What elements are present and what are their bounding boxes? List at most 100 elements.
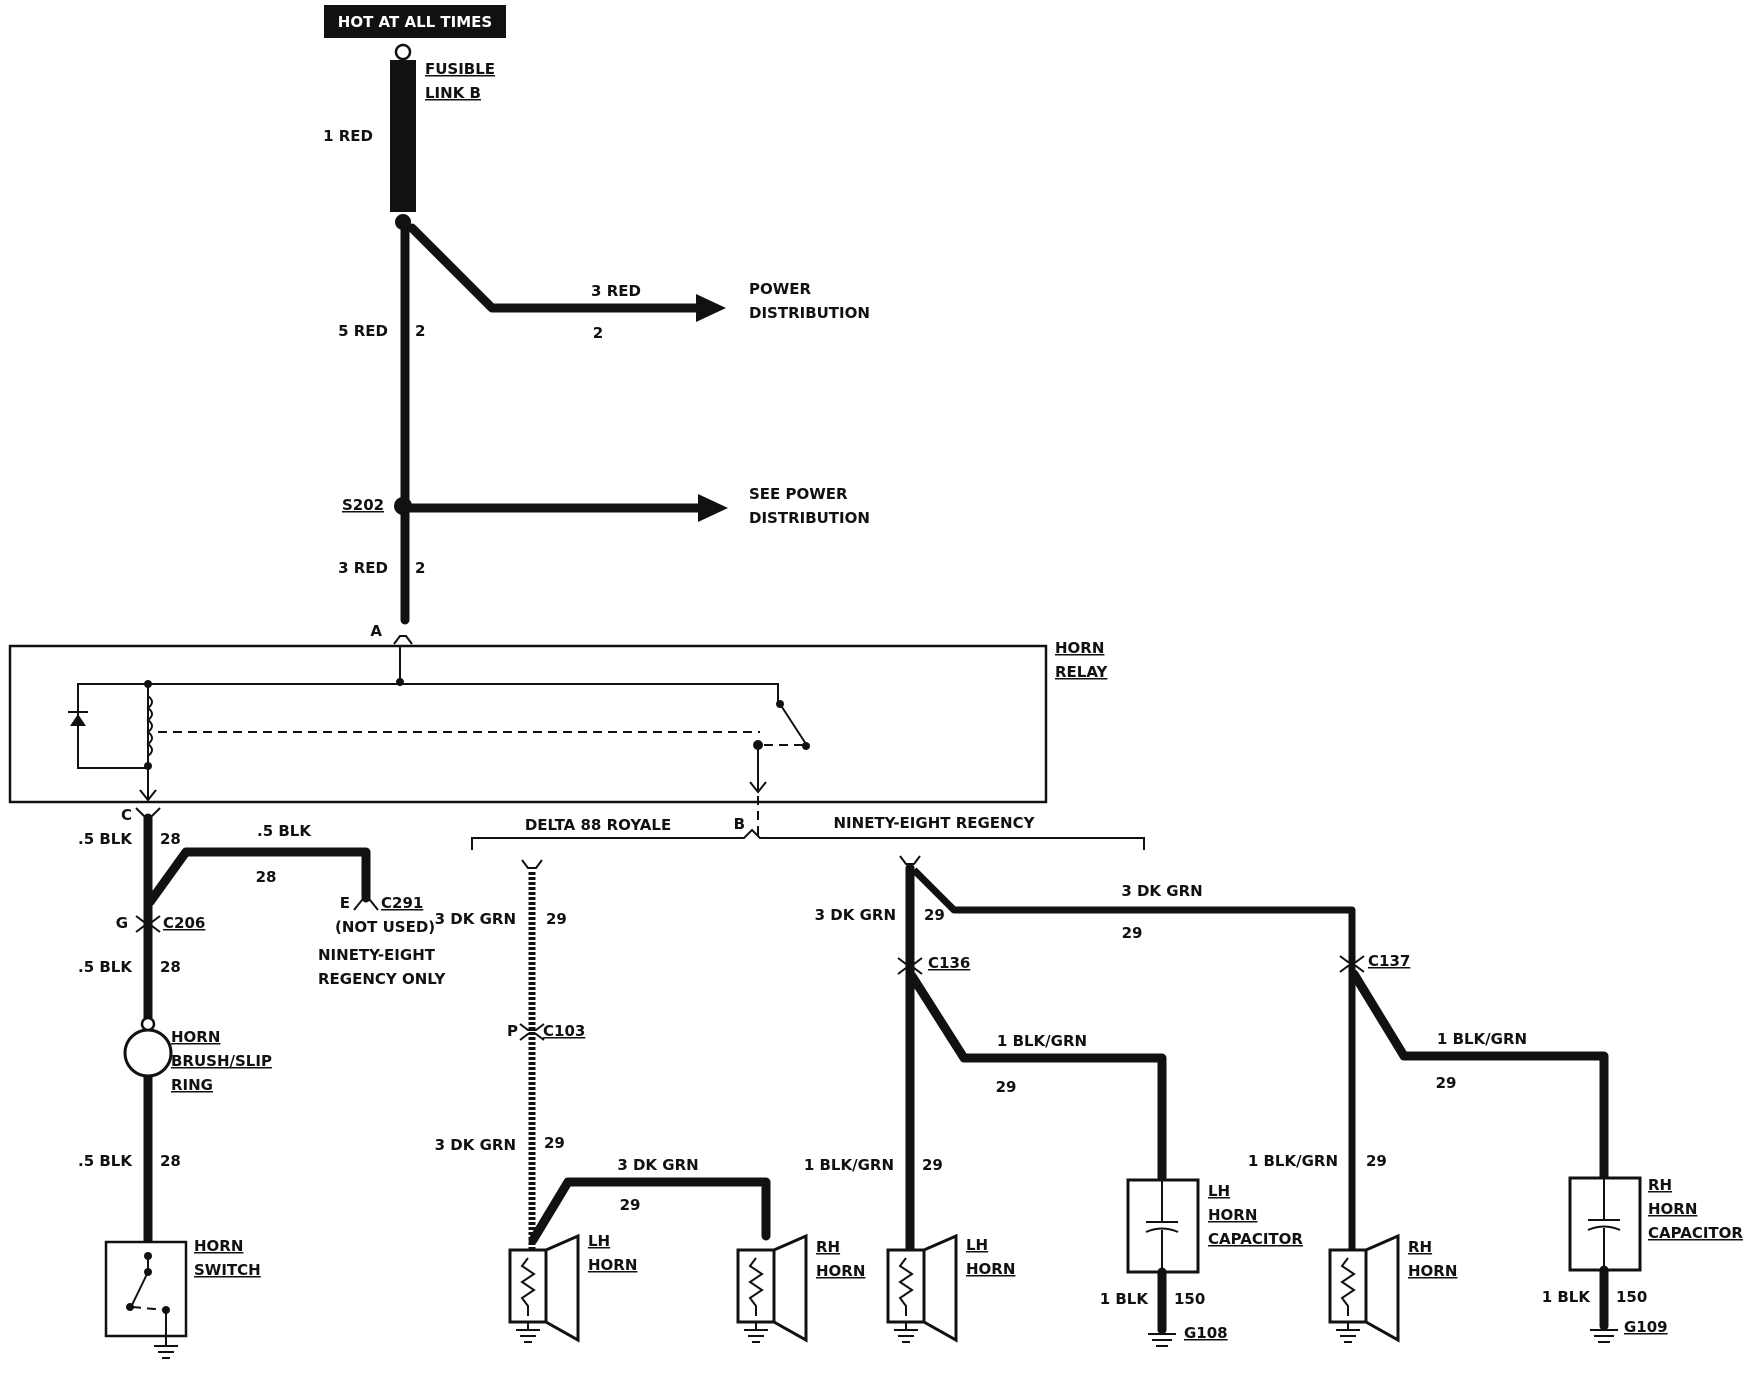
s202-wire-below-label: 3 RED — [338, 559, 388, 577]
delta88-branch-circuit-label: 29 — [620, 1196, 641, 1214]
main-wire-label: 5 RED — [338, 322, 388, 340]
relay-coil-icon — [146, 695, 153, 757]
regency-rh-horn-icon — [1328, 1233, 1400, 1343]
relay-contact-line — [77, 683, 779, 736]
steering-wire-mid-label: .5 BLK — [78, 958, 133, 976]
horn-brush-slip-ring-icon — [123, 1028, 173, 1078]
arrow-down-icon — [749, 781, 767, 794]
regency-rh-branch-wire-label: 1 BLK/GRN — [1437, 1030, 1527, 1048]
c103-pin-label: P — [507, 1022, 518, 1040]
regency-lh-ground-wire-label: 1 BLK — [1100, 1290, 1150, 1308]
c291-branch-wire-label: .5 BLK — [257, 822, 312, 840]
g109-label: G109 — [1624, 1318, 1668, 1336]
regency-rh-feed-wire — [911, 867, 1356, 1250]
c291-branch-wire — [145, 847, 371, 907]
regency-connector-b-icon — [899, 855, 921, 865]
delta88-circuit-top-label: 29 — [546, 910, 567, 928]
regency-rh-horn-label-1: RH — [1408, 1238, 1432, 1256]
relay-contact-arm — [779, 703, 807, 745]
c291-label: C291 — [381, 894, 423, 912]
brush-label-2: BRUSH/SLIP — [171, 1052, 272, 1070]
power-distribution-branch-wire — [407, 223, 703, 313]
horn-switch-arm-tip — [126, 1303, 134, 1311]
steering-wire-low-label: .5 BLK — [78, 1152, 133, 1170]
regency-lh-circuit-label: 29 — [922, 1156, 943, 1174]
regency-lh-wire-label: 1 BLK/GRN — [804, 1156, 894, 1174]
connector-c103-bottom-icon — [519, 1033, 545, 1041]
variant-delta88-label: DELTA 88 ROYALE — [525, 816, 671, 834]
regency-rh-ground-circuit-label: 150 — [1616, 1288, 1647, 1306]
steering-circuit-mid-label: 28 — [160, 958, 181, 976]
regency-lh-horn-icon — [886, 1233, 958, 1343]
slip-ring-contact-icon — [140, 1016, 156, 1032]
regency-lh-branch-wire-label: 1 BLK/GRN — [997, 1032, 1087, 1050]
regency-rh-cap-label-2: HORN — [1648, 1200, 1697, 1218]
relay-coil-node — [144, 680, 152, 688]
g108-label: G108 — [1184, 1324, 1228, 1342]
connector-c137-top-icon — [1339, 955, 1365, 963]
ground-icon — [154, 1336, 178, 1359]
c291-pin-label: E — [340, 894, 350, 912]
regency-cross-wire-label: 3 DK GRN — [1121, 882, 1202, 900]
variant-regency-label: NINETY-EIGHT REGENCY — [834, 814, 1036, 832]
delta88-circuit-low-label: 29 — [544, 1134, 565, 1152]
fusible-link-wire-label: 1 RED — [323, 127, 373, 145]
horn-relay-label-2: RELAY — [1055, 663, 1109, 681]
regency-rh-capacitor-icon — [1568, 1176, 1642, 1272]
regency-lh-horn-label-1: LH — [966, 1236, 988, 1254]
steering-wire-top-label: .5 BLK — [78, 830, 133, 848]
ground-icon — [1590, 1329, 1618, 1343]
hot-at-all-times-label: HOT AT ALL TIMES — [338, 13, 492, 31]
steering-circuit-low-label: 28 — [160, 1152, 181, 1170]
horn-relay-label-1: HORN — [1055, 639, 1104, 657]
hot-at-all-times-box — [324, 5, 506, 38]
branch-wire-label: 3 RED — [591, 282, 641, 300]
delta88-wire-low-label: 3 DK GRN — [435, 1136, 516, 1154]
delta88-wire-top-label: 3 DK GRN — [435, 910, 516, 928]
delta88-lh-horn-label-1: LH — [588, 1232, 610, 1250]
fusible-link-b — [390, 60, 416, 212]
s202-circuit-below-label: 2 — [415, 559, 425, 577]
connector-c103-top-icon — [519, 1023, 545, 1031]
fusible-link-label-1: FUSIBLE — [425, 60, 495, 78]
c291-note-line-1: NINETY-EIGHT — [318, 946, 436, 964]
c291-branch-circuit-label: 28 — [256, 868, 277, 886]
regency-lh-cap-label-3: CAPACITOR — [1208, 1230, 1303, 1248]
see-power-distribution-label-1: SEE POWER — [749, 485, 848, 503]
regency-rh-wire-label: 1 BLK/GRN — [1248, 1152, 1338, 1170]
relay-diode-line — [77, 712, 148, 769]
delta88-rh-horn-icon — [736, 1233, 808, 1343]
arrow-right-icon — [698, 494, 728, 522]
arrow-down-icon — [139, 789, 157, 802]
c136-label: C136 — [928, 954, 970, 972]
delta88-lh-horn-label-2: HORN — [588, 1256, 637, 1274]
regency-rh-circuit-label: 29 — [1366, 1152, 1387, 1170]
c137-label: C137 — [1368, 952, 1410, 970]
brush-label-3: RING — [171, 1076, 213, 1094]
battery-terminal-icon — [394, 43, 412, 61]
regency-lh-capacitor-icon — [1126, 1178, 1200, 1274]
relay-pin-b: B — [734, 815, 745, 833]
connector-c137-bottom-icon — [1339, 965, 1365, 973]
main-circuit-label: 2 — [415, 322, 425, 340]
connector-c206-bottom-icon — [135, 925, 161, 933]
connector-c291-icon — [353, 899, 379, 911]
regency-lh-ground-circuit-label: 150 — [1174, 1290, 1205, 1308]
regency-rh-capacitor-wire — [1349, 969, 1609, 1191]
connector-c136-top-icon — [897, 957, 923, 965]
horn-switch-label-2: SWITCH — [194, 1261, 261, 1279]
s202-label: S202 — [342, 496, 384, 514]
delta88-branch-wire-label: 3 DK GRN — [617, 1156, 698, 1174]
connector-a-icon — [393, 635, 413, 645]
connector-c136-bottom-icon — [897, 967, 923, 975]
delta88-connector-b-icon — [521, 859, 543, 869]
brush-label-1: HORN — [171, 1028, 220, 1046]
variant-bracket — [471, 828, 1145, 850]
delta88-rh-horn-label-1: RH — [816, 1238, 840, 1256]
fusible-link-label-2: LINK B — [425, 84, 481, 102]
arrow-right-icon — [696, 294, 726, 322]
c206-pin-label: G — [116, 914, 128, 932]
connector-c206-top-icon — [135, 915, 161, 923]
relay-pin-a: A — [370, 622, 382, 640]
